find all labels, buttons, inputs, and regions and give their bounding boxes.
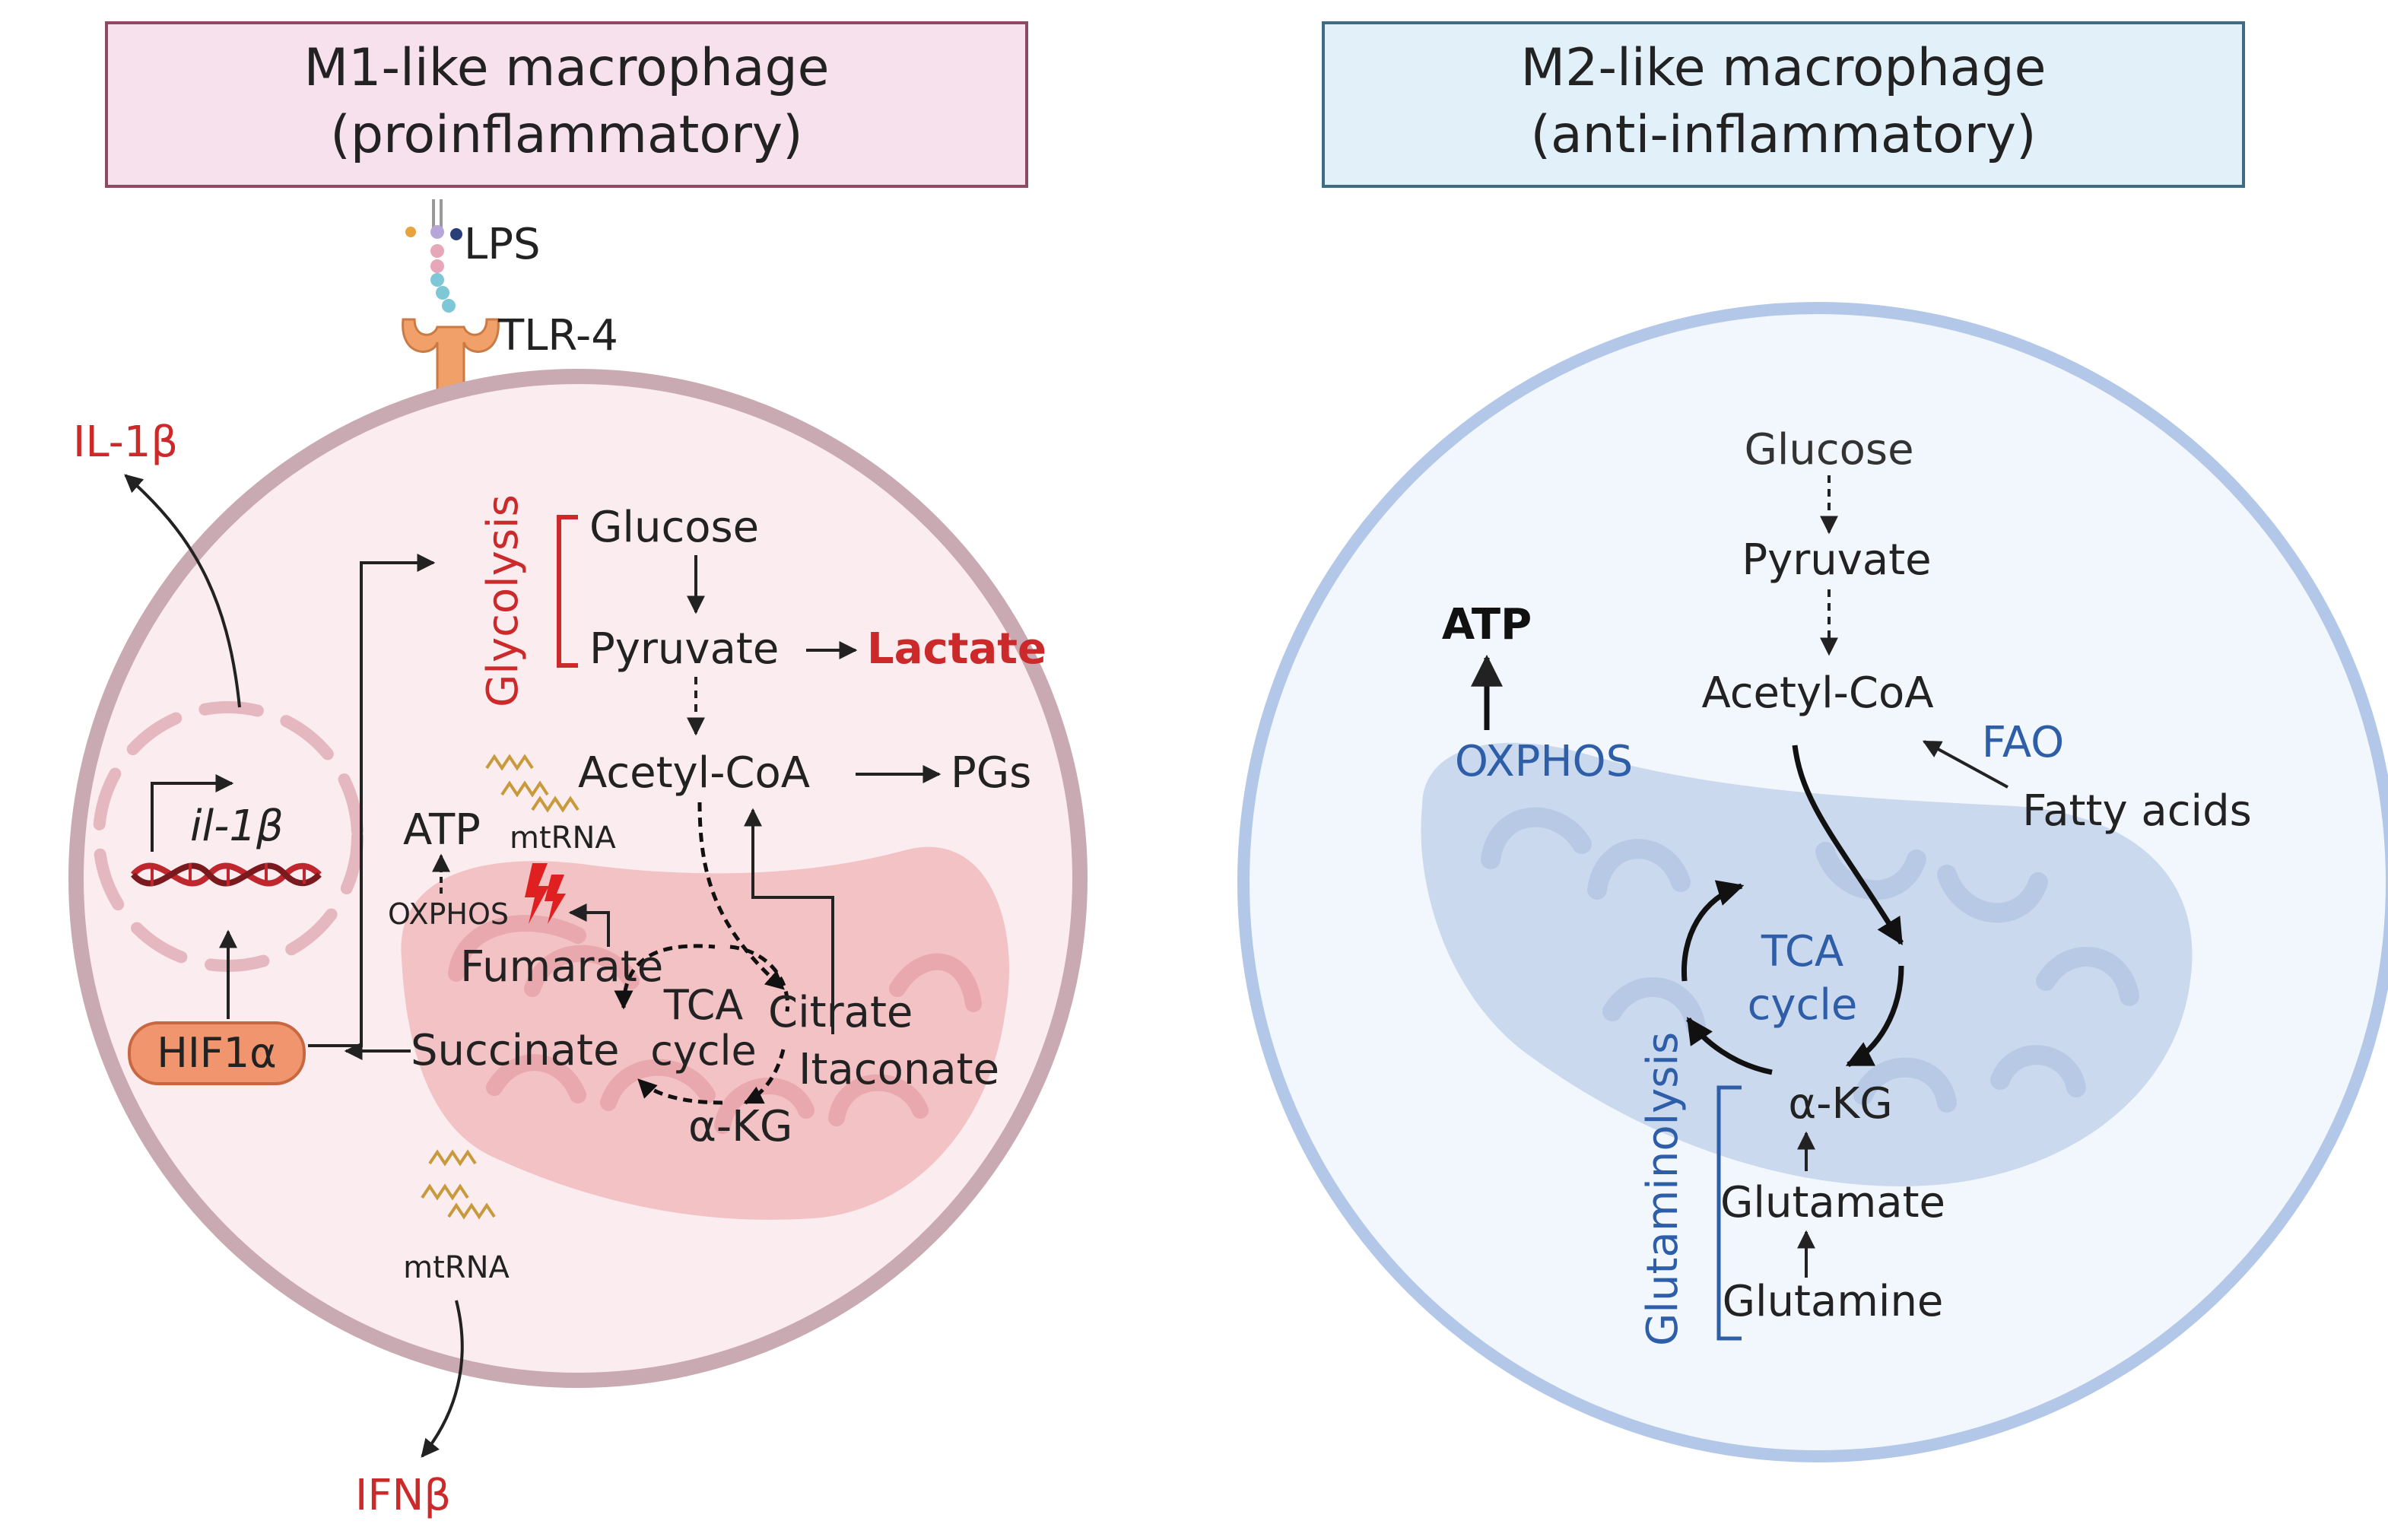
m2-tca-line2: cycle [1748, 980, 1858, 1030]
promoter-arrow [151, 774, 234, 852]
m1-panel: M1-like macrophage (proinflammatory) LPS… [68, 21, 1088, 1520]
acetylcoa-into-tca [697, 802, 785, 990]
gene-to-il1b-arrow [124, 474, 241, 708]
citrate-to-acetylcoa [744, 808, 834, 1034]
lightning-icon [525, 863, 566, 924]
m1-tca-line2: cycle [650, 1027, 757, 1075]
fumarate-label: Fumarate [460, 942, 663, 992]
m2-title-box [1322, 21, 2245, 188]
lactate-label: Lactate [867, 624, 1046, 674]
pgs-label: PGs [951, 748, 1031, 798]
m2-mitochondrion-icon [1421, 742, 2193, 1186]
dna-icon [130, 862, 322, 887]
m2-akg-label: α-KG [1788, 1079, 1892, 1129]
hif-to-glycolysis-arrow [308, 554, 436, 1047]
hif1a-label: HIF1α [157, 1029, 277, 1077]
mtrna-to-ifnb-arrow [421, 1300, 464, 1458]
m1-glucose: Glucose [589, 503, 759, 552]
succinate-label: Succinate [411, 1026, 619, 1075]
m2-atp: ATP [1442, 600, 1532, 649]
glutamate-label: Glutamate [1720, 1178, 1945, 1227]
m1-tca-cycle [614, 944, 790, 1105]
itaconate-label: Itaconate [799, 1045, 999, 1094]
m1-pyruvate: Pyruvate [589, 624, 779, 674]
m2-oxphos: OXPHOS [1455, 737, 1633, 786]
mtrna-bottom-squiggle-icon [421, 1149, 496, 1220]
mtrna-squiggle-icon [485, 754, 580, 813]
m1-acetylcoa: Acetyl-CoA [578, 748, 810, 798]
fao-label: FAO [1982, 718, 2064, 767]
m2-title-line2: (anti-inflammatory) [1530, 105, 2036, 165]
mtrna-top-label: mtRNA [510, 821, 616, 856]
m1-tca-line1: TCA [663, 981, 744, 1029]
mtrna-bottom-label: mtRNA [403, 1250, 510, 1285]
m2-tca-line1: TCA [1761, 927, 1843, 976]
ifnb-output-label: IFNβ [355, 1471, 451, 1520]
m1-title-line1: M1-like macrophage [304, 38, 830, 98]
glutamine-label: Glutamine [1723, 1277, 1944, 1326]
m1-title-box [105, 21, 1028, 188]
tlr4-label: TLR-4 [497, 311, 618, 360]
m2-pyruvate: Pyruvate [1742, 535, 1931, 585]
m1-mitochondrion-icon [401, 846, 1009, 1220]
lps-label: LPS [464, 220, 541, 269]
fatty-acids-to-acetylcoa [1922, 740, 2009, 789]
glutaminolysis-bracket [1716, 1085, 1742, 1341]
gene-label: il-1β [190, 802, 284, 851]
m2-glucose: Glucose [1744, 425, 1913, 475]
fumarate-to-lightning [568, 903, 610, 947]
tlr4-receptor-icon [402, 318, 500, 427]
glycolysis-label: Glycolysis [478, 494, 528, 707]
glutaminolysis-label: Glutaminolysis [1638, 1032, 1688, 1346]
lps-icon [405, 199, 462, 313]
il1b-output-label: IL-1β [73, 418, 178, 467]
m1-title-line2: (proinflammatory) [330, 105, 802, 165]
hif1a-box [128, 1021, 306, 1085]
m2-panel: M2-like macrophage (anti-inflammatory) G… [1237, 21, 2388, 1462]
fatty-acids-label: Fatty acids [2022, 786, 2252, 836]
m1-atp: ATP [403, 805, 481, 855]
m1-oxphos: OXPHOS [388, 897, 509, 931]
m1-akg-label: α-KG [688, 1102, 792, 1151]
citrate-label: Citrate [768, 988, 913, 1037]
m2-title-line1: M2-like macrophage [1521, 38, 2047, 98]
glycolysis-bracket [557, 515, 578, 668]
m2-acetylcoa: Acetyl-CoA [1701, 668, 1933, 718]
m2-tca-cycle [1681, 745, 1904, 1075]
